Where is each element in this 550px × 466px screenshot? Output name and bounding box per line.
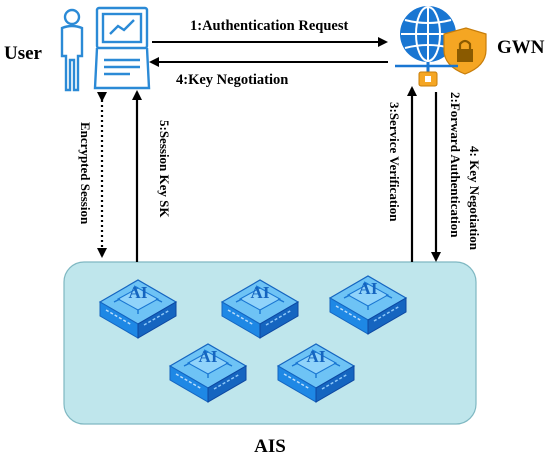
msg-key-negotiation-2: 4: Key Negotiation (467, 146, 482, 251)
server-chip-label: AI (307, 347, 326, 366)
user-label: User (4, 43, 43, 64)
msg-encrypted-session: Encrypted Session (78, 122, 93, 225)
ais-label: AIS (254, 436, 286, 457)
msg-service-verification: 3:Service Verification (387, 102, 402, 222)
gwn-label: GWN (497, 37, 545, 58)
ai-server-icon: AI (169, 343, 247, 403)
server-chip-label: AI (359, 279, 378, 298)
server-chip-label: AI (251, 283, 270, 302)
server-chip-label: AI (199, 347, 218, 366)
msg-forward-auth: 2:Forward Authentication (448, 92, 463, 238)
server-chip-label: AI (129, 283, 148, 302)
ai-server-icon: AI (329, 275, 407, 335)
ai-server-icon: AI (277, 343, 355, 403)
msg-session-key: 5:Session Key SK (157, 120, 172, 218)
ai-server-icon: AI (99, 279, 177, 339)
msg-auth-request: 1:Authentication Request (190, 18, 348, 34)
laptop-icon (93, 6, 151, 90)
ai-server-icon: AI (221, 279, 299, 339)
globe-lock-icon (395, 6, 487, 87)
person-icon (60, 8, 84, 92)
msg-key-negotiation: 4:Key Negotiation (176, 72, 288, 88)
